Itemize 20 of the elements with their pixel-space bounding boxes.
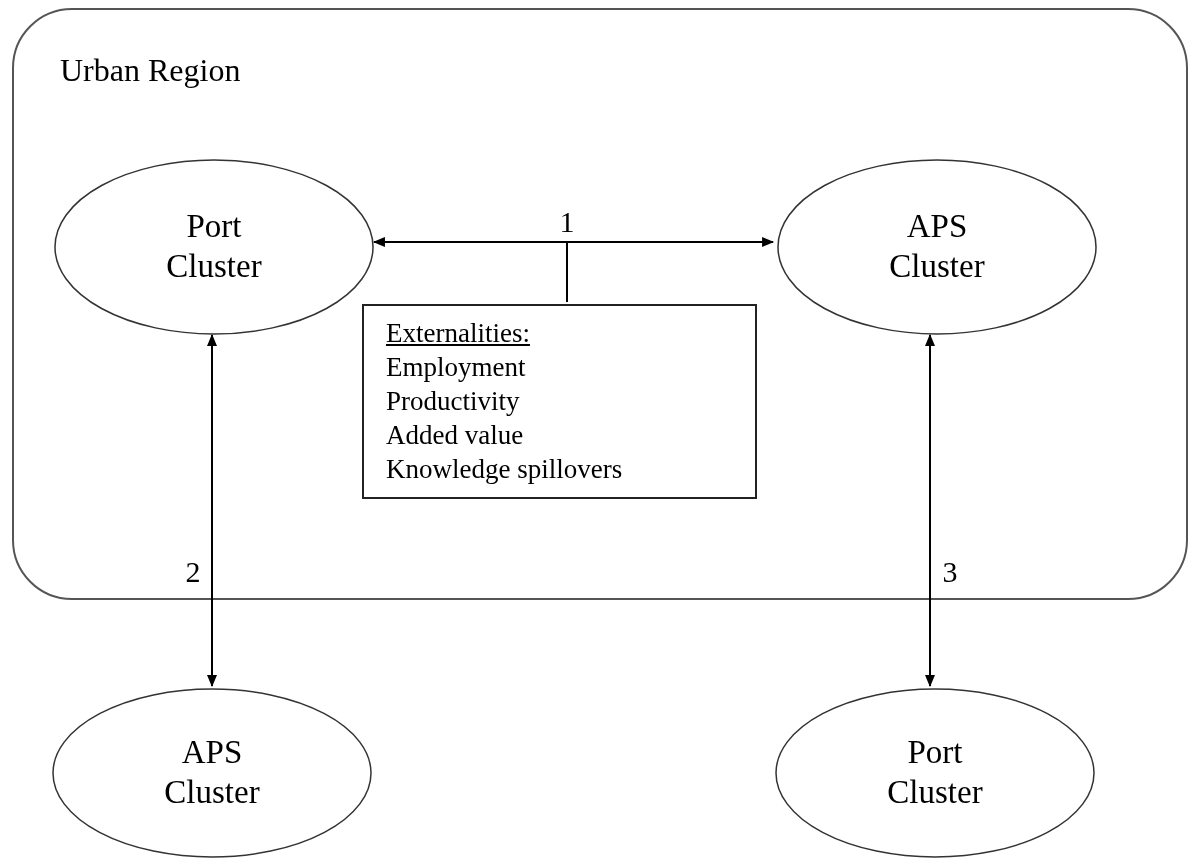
cluster-ellipse: [775, 688, 1095, 858]
double-arrow: [207, 334, 217, 687]
cluster-label: APS Cluster: [163, 733, 261, 812]
box-heading: Externalities:: [386, 317, 531, 350]
double-arrow: [925, 333, 935, 688]
list-item: Knowledge spillovers: [386, 453, 624, 486]
cluster-label: Port Cluster: [165, 207, 263, 286]
list-item: Employment: [386, 351, 527, 384]
region-boundary: [12, 8, 1188, 600]
cluster-label: APS Cluster: [888, 207, 986, 286]
cluster-ellipse: [52, 688, 372, 858]
cluster-label: Port Cluster: [886, 733, 984, 812]
list-item: Productivity: [386, 385, 521, 418]
region-title: Urban Region: [60, 54, 241, 86]
list-item: Added value: [386, 419, 525, 452]
externalities-box: [362, 304, 757, 499]
cluster-ellipse: [777, 159, 1097, 335]
double-arrow: [372, 237, 775, 247]
connector-line: [566, 242, 568, 303]
cluster-ellipse: [54, 159, 374, 335]
